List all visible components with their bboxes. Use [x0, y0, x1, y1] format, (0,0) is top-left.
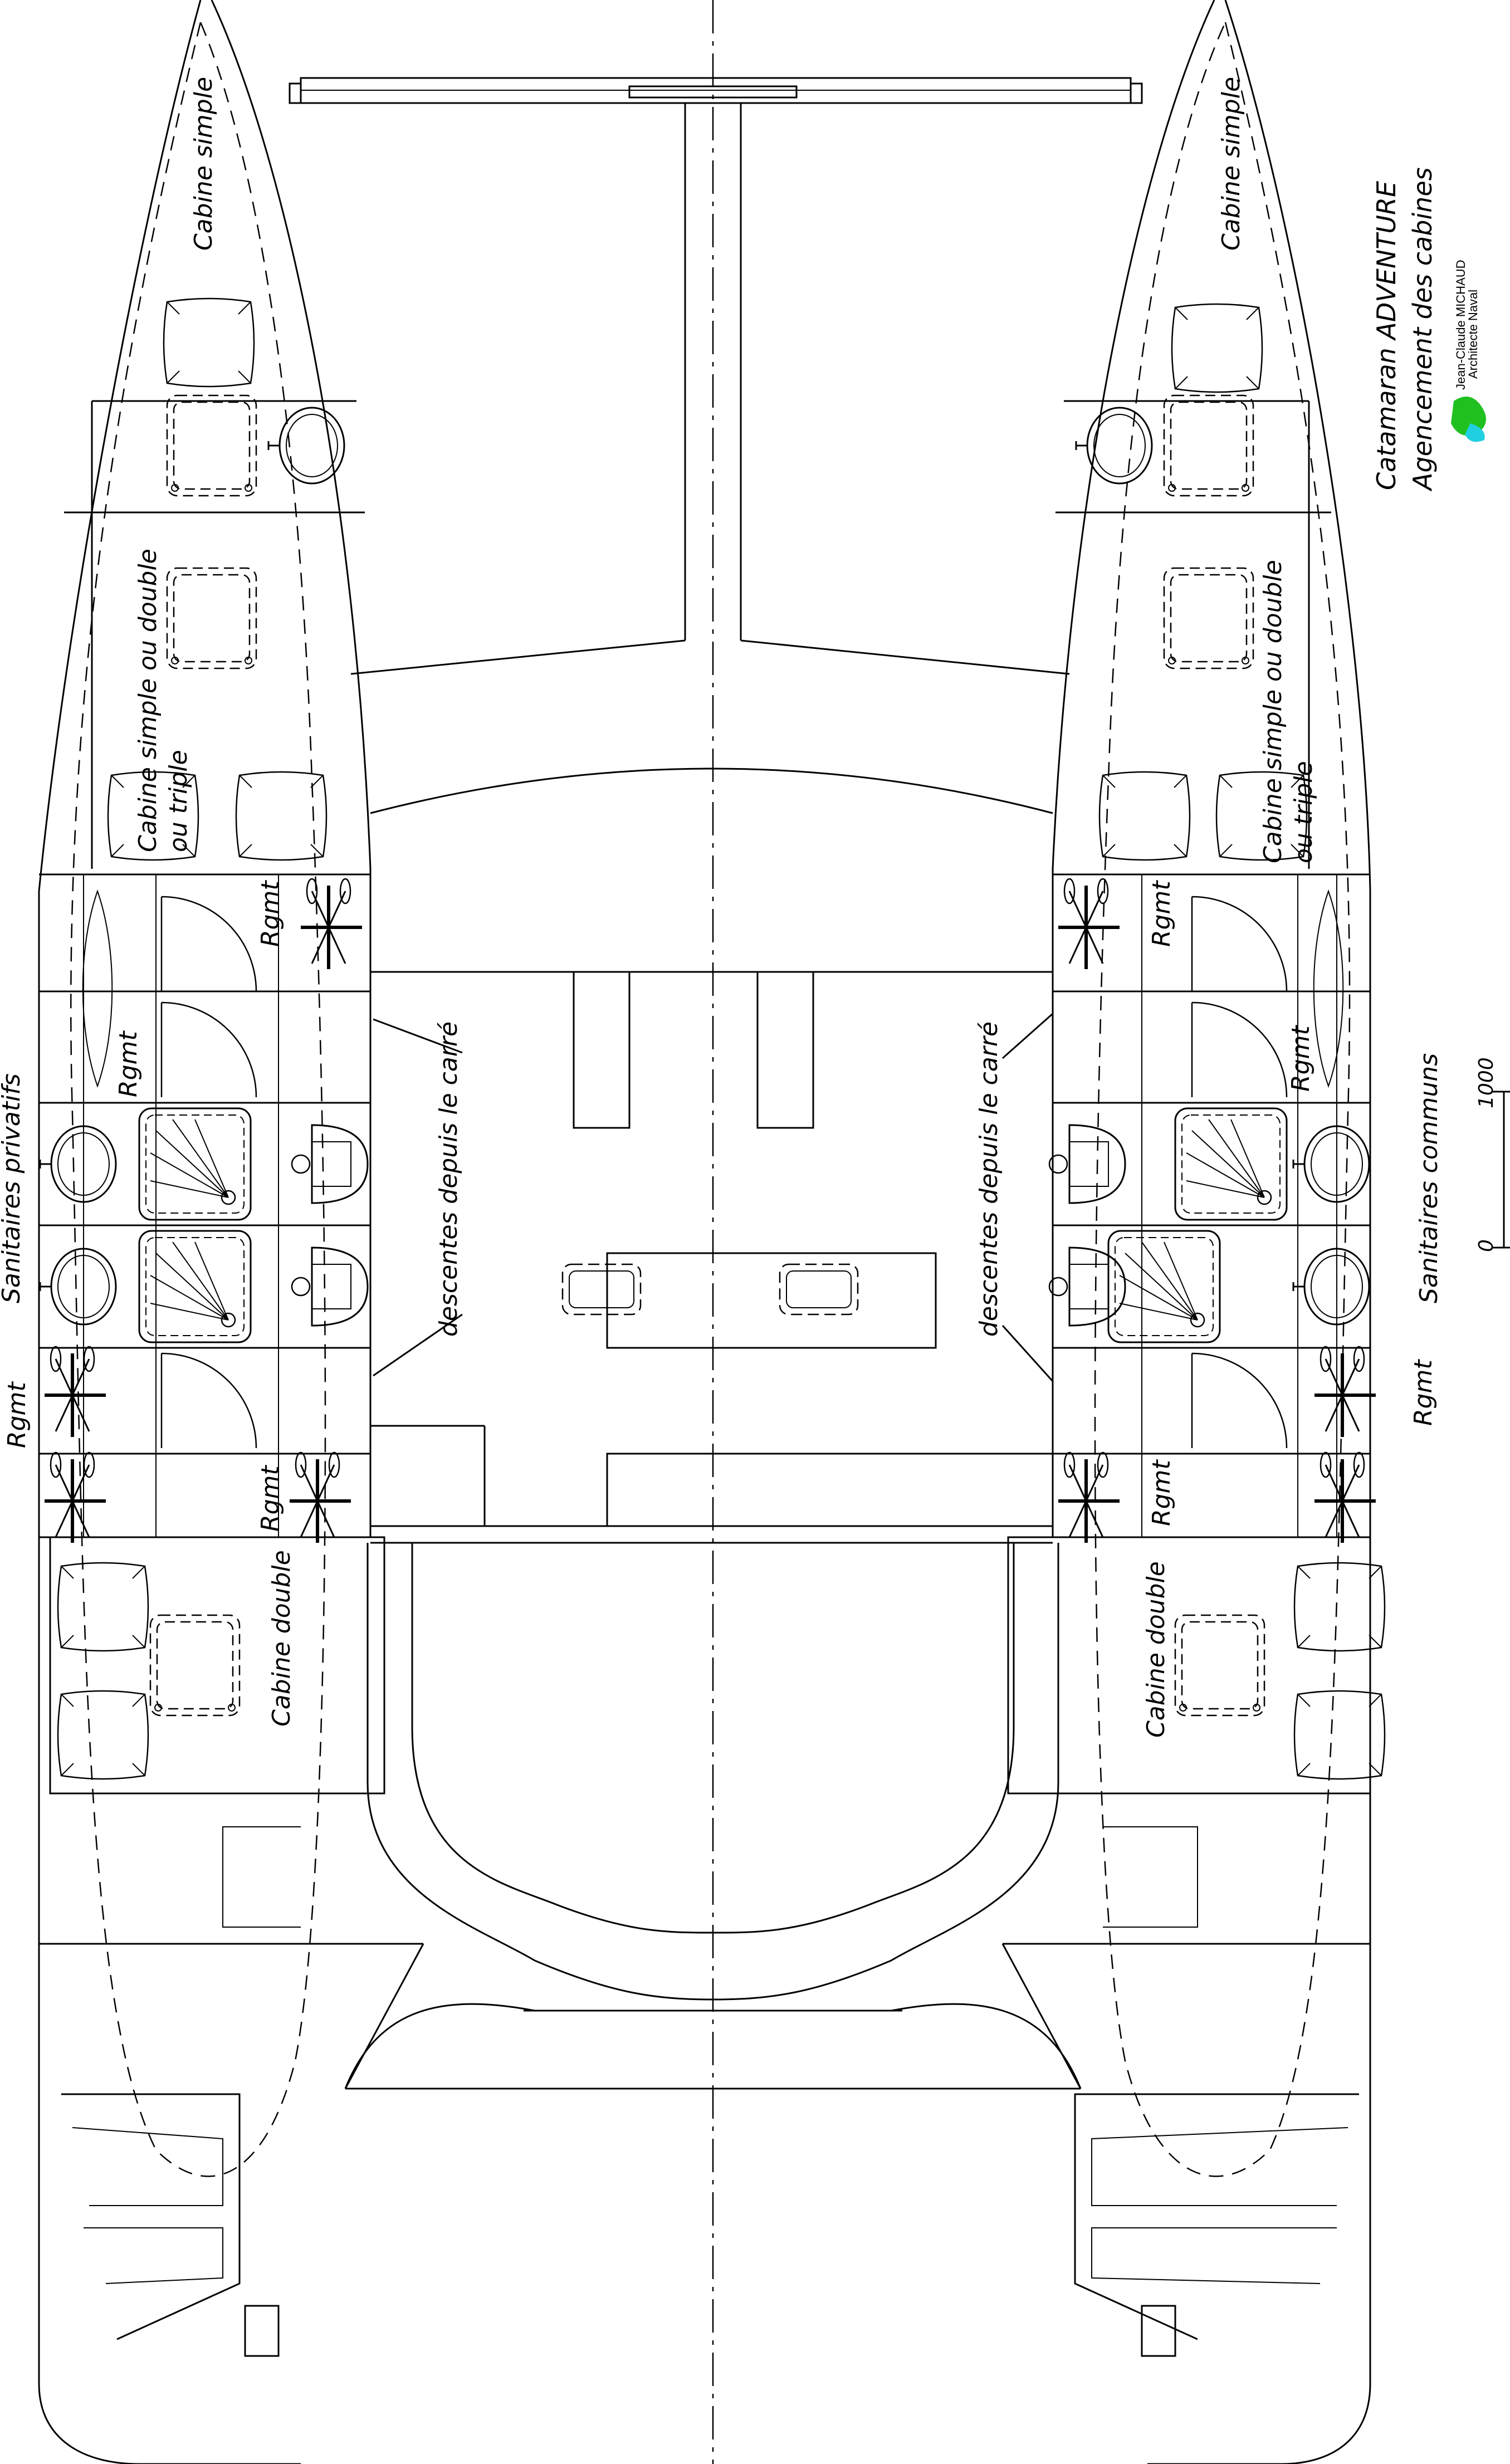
door-icon: [1191, 1352, 1288, 1449]
pillow-icon: [57, 1562, 149, 1652]
shower-icon: [1174, 1107, 1288, 1221]
pillow-icon: [1171, 303, 1263, 393]
scale-bar: [1493, 1091, 1510, 1249]
label-rgmt: Rgmt: [3, 1381, 31, 1448]
oars-icon: [1314, 1347, 1376, 1437]
hatch-icon: [166, 567, 257, 669]
architect-logo-icon: [1451, 397, 1486, 442]
drawing-subtitle: Agencement des cabines: [1408, 167, 1438, 492]
architect-name: Jean-Claude MICHAUD: [1454, 260, 1468, 390]
label-cabine-double-right: Cabine double: [1142, 1561, 1170, 1738]
door-icon: [160, 896, 257, 993]
pillow-icon: [1098, 771, 1191, 861]
scale-zero-label: 0: [1475, 1239, 1498, 1252]
hatch-icon: [1163, 567, 1254, 669]
label-rgmt: Rgmt: [114, 1030, 143, 1097]
dinghy-icon: [1313, 889, 1344, 1088]
label-cabine-sdt-right-1: Cabine simple ou double: [1259, 560, 1287, 863]
table-icon: [561, 1263, 642, 1316]
pillow-icon: [57, 1690, 149, 1780]
oars-icon: [1314, 1453, 1376, 1543]
pillow-icon: [163, 297, 255, 388]
label-cabine-sdt-left-1: Cabine simple ou double: [134, 549, 162, 852]
label-rgmt: Rgmt: [256, 1465, 285, 1532]
toilet-icon: [291, 1124, 369, 1204]
hatch-icon: [1174, 1614, 1265, 1717]
label-sanitaires-privatifs: Sanitaires privatifs: [0, 1073, 26, 1303]
oars-icon: [1058, 879, 1120, 969]
oars-icon: [45, 1453, 106, 1543]
sink-icon: [1292, 1248, 1370, 1326]
label-rgmt: Rgmt: [256, 880, 285, 947]
label-rgmt: Rgmt: [1147, 1459, 1176, 1526]
label-cabine-double-left: Cabine double: [267, 1550, 296, 1727]
door-icon: [1191, 896, 1288, 993]
dinghy-icon: [82, 889, 113, 1088]
hatch-icon: [1163, 394, 1254, 497]
central-nacelle: [289, 77, 1143, 2090]
pillow-icon: [1293, 1562, 1386, 1652]
label-sanitaires-communs: Sanitaires communs: [1415, 1053, 1443, 1303]
door-icon: [1191, 1001, 1288, 1098]
toilet-icon: [291, 1246, 369, 1327]
hatch-icon: [149, 1614, 241, 1717]
label-cabine-sdt-right-2: ou triple: [1289, 761, 1318, 863]
sink-icon: [1075, 407, 1153, 485]
scale-1000-label: 1000: [1475, 1057, 1498, 1108]
toilet-icon: [1048, 1246, 1126, 1327]
left-hull: [38, 0, 423, 2464]
sink-icon: [267, 407, 345, 485]
toilet-icon: [1048, 1124, 1126, 1204]
table-icon: [779, 1263, 859, 1316]
pillow-icon: [1293, 1690, 1386, 1780]
door-icon: [160, 1001, 257, 1098]
right-hull: [1003, 0, 1371, 2464]
label-rgmt: Rgmt: [1287, 1025, 1315, 1092]
architect-role: Architecte Naval: [1466, 290, 1480, 379]
label-rgmt: Rgmt: [1409, 1359, 1438, 1426]
oars-icon: [290, 1453, 351, 1543]
sink-icon: [39, 1248, 117, 1326]
door-icon: [160, 1352, 257, 1449]
label-descentes-right: descentes depuis le carré: [975, 1021, 1003, 1337]
label-descentes-left: descentes depuis le carré: [434, 1021, 463, 1337]
oars-icon: [301, 879, 362, 969]
oars-icon: [1058, 1453, 1120, 1543]
oars-icon: [45, 1347, 106, 1437]
drawing-title: Catamaran ADVENTURE: [1371, 181, 1401, 490]
sink-icon: [1292, 1125, 1370, 1203]
sink-icon: [39, 1125, 117, 1203]
label-rgmt: Rgmt: [1147, 880, 1176, 947]
label-cabine-simple-right: Cabine simple: [1217, 77, 1245, 251]
label-cabine-sdt-left-2: ou triple: [164, 750, 193, 852]
hatch-icon: [166, 394, 257, 497]
descentes-arrows: [373, 1013, 1054, 1382]
label-cabine-simple-left: Cabine simple: [189, 77, 218, 251]
